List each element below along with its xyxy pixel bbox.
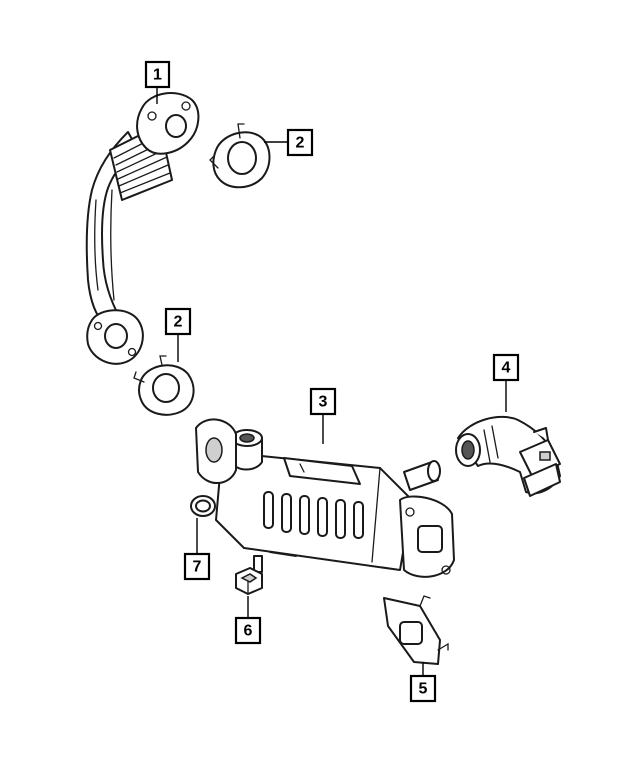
egr-tube-part [85, 92, 200, 365]
callout-4: 4 [492, 353, 520, 382]
o-ring-part [190, 495, 216, 517]
callout-7: 7 [183, 552, 211, 581]
callout-5-label: 5 [419, 681, 428, 698]
bottom-flange [86, 309, 144, 365]
callout-1-label: 1 [153, 67, 162, 84]
elbow-hose-part [455, 415, 561, 497]
callout-2-lower-label: 2 [174, 314, 183, 331]
cooler-slots [263, 491, 364, 539]
bolt-part [235, 555, 263, 595]
outlet-gasket-part [383, 595, 449, 665]
top-flange [136, 92, 200, 155]
callout-2-upper: 2 [286, 128, 314, 157]
callout-2-upper-label: 2 [296, 135, 305, 152]
gasket-lower-part [133, 355, 195, 416]
callout-6: 6 [234, 616, 262, 645]
leader-lines [156, 87, 507, 676]
callout-7-label: 7 [193, 559, 202, 576]
callout-3: 3 [309, 387, 337, 416]
callout-6-label: 6 [244, 623, 253, 640]
gasket-upper-part [209, 123, 271, 189]
egr-cooler-part [195, 418, 455, 578]
callout-3-label: 3 [319, 394, 328, 411]
callout-1: 1 [144, 60, 171, 89]
callout-5: 5 [409, 674, 437, 703]
callout-2-lower: 2 [164, 307, 192, 336]
callout-4-label: 4 [502, 360, 511, 377]
